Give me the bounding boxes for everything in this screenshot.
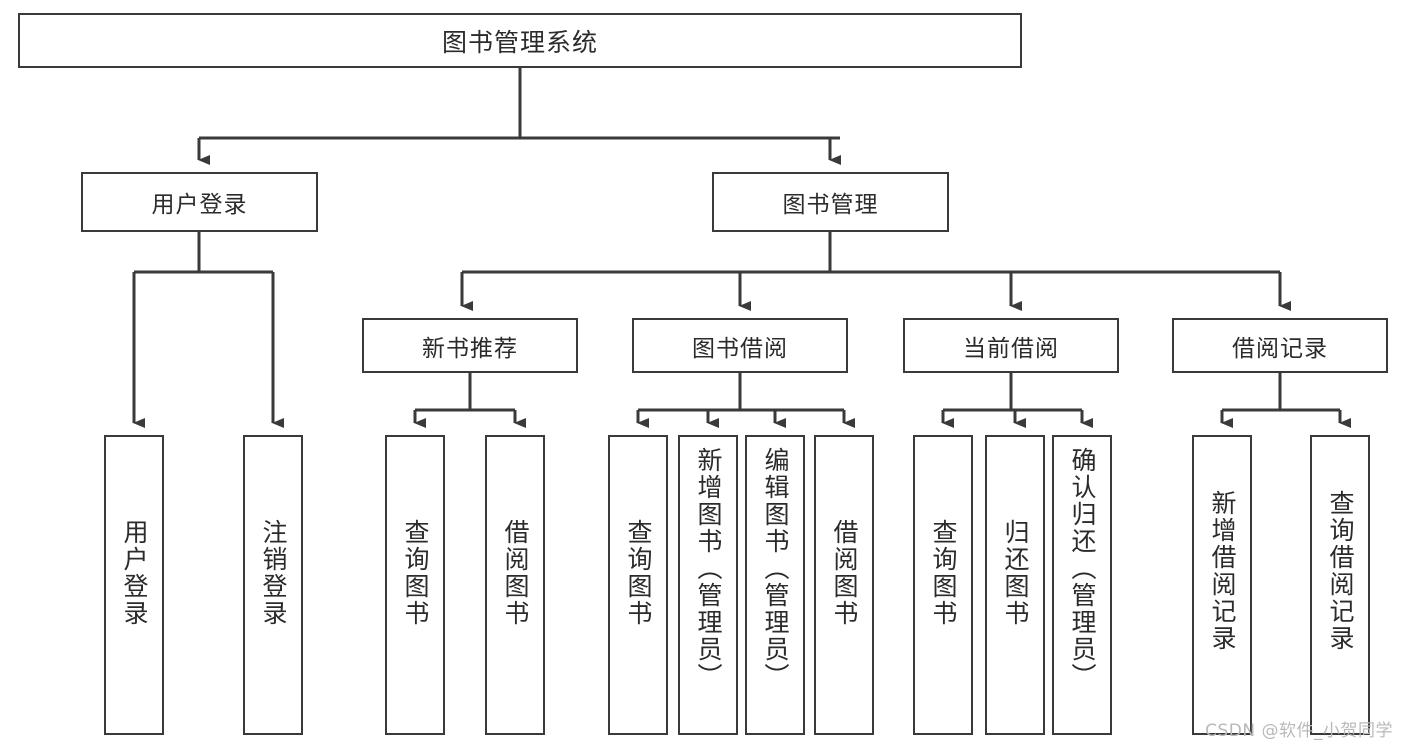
node-user-login[interactable]: 用户登录: [81, 172, 318, 232]
node-borrow-record[interactable]: 借阅记录: [1172, 318, 1388, 373]
leaf-add-record-label: 新增借阅记录: [1208, 490, 1237, 652]
leaf-add-book[interactable]: 新增图书（管理员）: [678, 435, 738, 735]
leaf-add-book-label: 新增图书（管理员）: [694, 447, 723, 690]
node-current-borrow-label: 当前借阅: [963, 335, 1059, 362]
node-book-management-label: 图书管理: [782, 192, 879, 218]
node-user-login-label: 用户登录: [151, 192, 248, 218]
leaf-confirm-return-label: 确认归还（管理员）: [1068, 447, 1097, 690]
leaf-borrow-book-2[interactable]: 借阅图书: [814, 435, 874, 735]
node-new-book-recommend[interactable]: 新书推荐: [362, 318, 578, 373]
leaf-add-record[interactable]: 新增借阅记录: [1192, 435, 1252, 735]
leaf-return-book-label: 归还图书: [1001, 519, 1030, 627]
leaf-query-book-2[interactable]: 查询图书: [608, 435, 668, 735]
leaf-logout[interactable]: 注销登录: [243, 435, 303, 735]
watermark: CSDN @软件_小贺同学: [1205, 721, 1393, 741]
node-book-management[interactable]: 图书管理: [712, 172, 949, 232]
node-current-borrow[interactable]: 当前借阅: [903, 318, 1119, 373]
node-root-label: 图书管理系统: [441, 27, 598, 57]
node-new-book-recommend-label: 新书推荐: [422, 335, 518, 362]
leaf-user-login-label: 用户登录: [120, 519, 149, 627]
leaf-query-book-3[interactable]: 查询图书: [913, 435, 973, 735]
leaf-borrow-book-1[interactable]: 借阅图书: [485, 435, 545, 735]
node-book-borrow[interactable]: 图书借阅: [632, 318, 848, 373]
leaf-query-book-1-label: 查询图书: [401, 519, 430, 627]
node-book-borrow-label: 图书借阅: [692, 335, 788, 362]
leaf-confirm-return[interactable]: 确认归还（管理员）: [1052, 435, 1112, 735]
leaf-query-book-1[interactable]: 查询图书: [385, 435, 445, 735]
leaf-query-book-2-label: 查询图书: [624, 519, 653, 627]
leaf-user-login[interactable]: 用户登录: [104, 435, 164, 735]
leaf-query-record[interactable]: 查询借阅记录: [1310, 435, 1370, 735]
leaf-borrow-book-2-label: 借阅图书: [830, 519, 859, 627]
node-root[interactable]: 图书管理系统: [18, 13, 1022, 68]
leaf-borrow-book-1-label: 借阅图书: [501, 519, 530, 627]
leaf-logout-label: 注销登录: [259, 519, 288, 627]
leaf-edit-book[interactable]: 编辑图书（管理员）: [745, 435, 805, 735]
leaf-query-record-label: 查询借阅记录: [1326, 490, 1355, 652]
leaf-query-book-3-label: 查询图书: [929, 519, 958, 627]
leaf-edit-book-label: 编辑图书（管理员）: [761, 447, 790, 690]
node-borrow-record-label: 借阅记录: [1232, 335, 1328, 362]
leaf-return-book[interactable]: 归还图书: [985, 435, 1045, 735]
